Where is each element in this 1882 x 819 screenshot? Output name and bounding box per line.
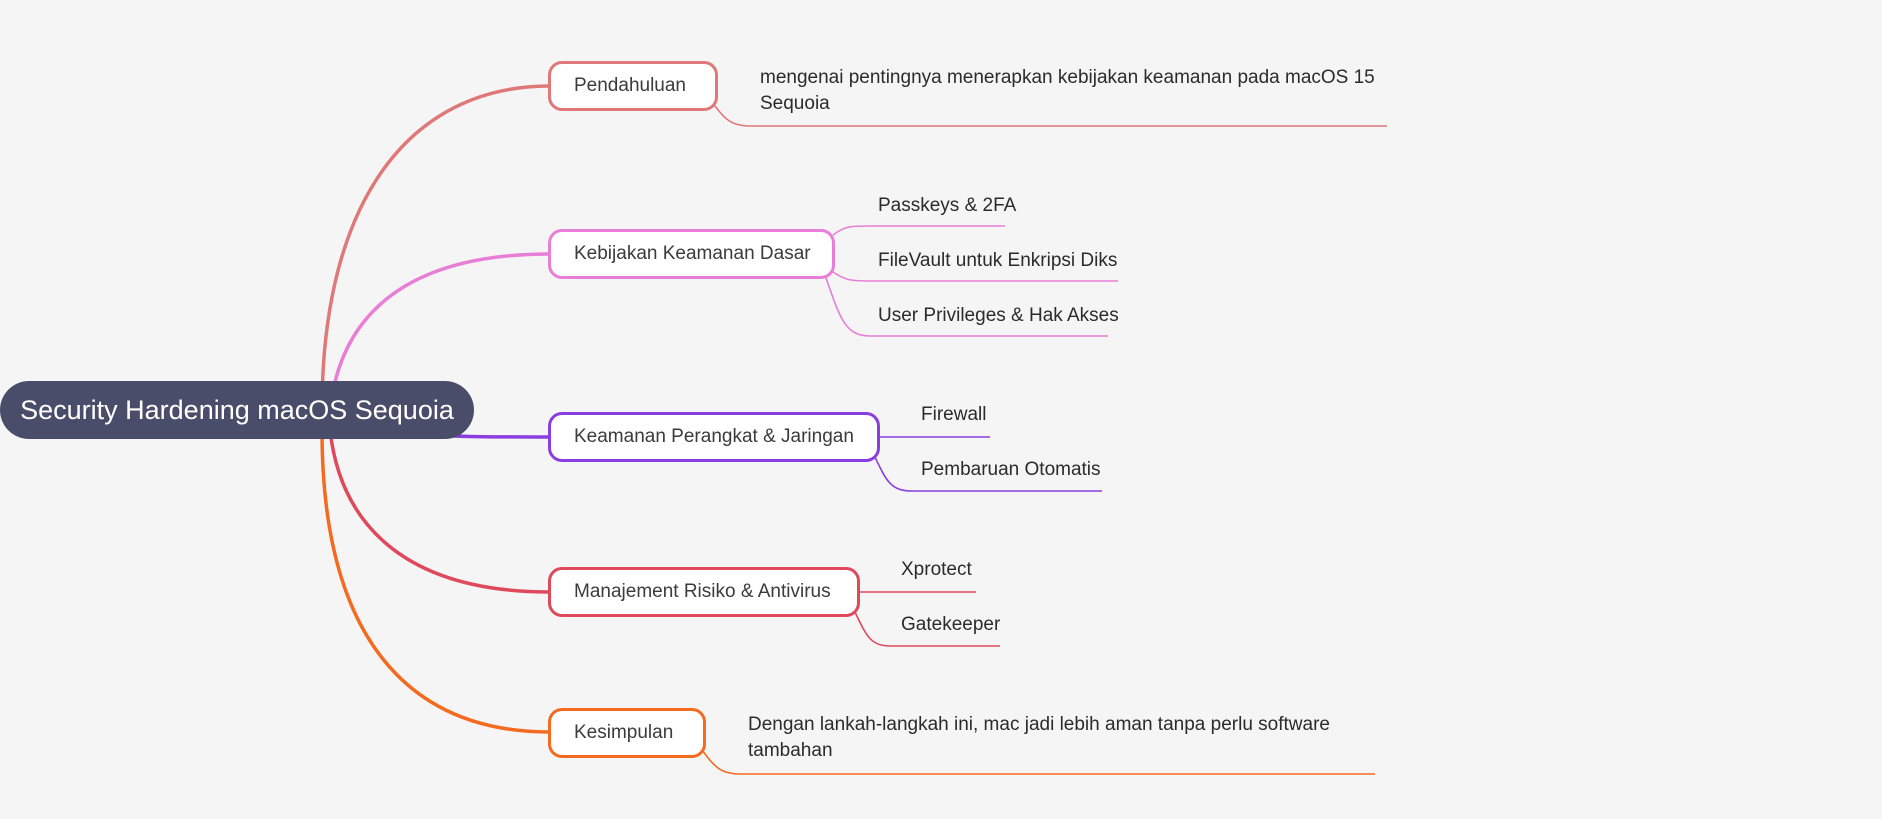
leaf-passkeys[interactable]: Passkeys & 2FA bbox=[878, 195, 1017, 216]
leaf-user-privileges[interactable]: User Privileges & Hak Akses bbox=[878, 305, 1119, 326]
leaf-kesimpulan[interactable]: Dengan lankah-langkah ini, mac jadi lebi… bbox=[748, 714, 1330, 761]
root-node[interactable]: Security Hardening macOS Sequoia bbox=[0, 381, 474, 439]
connector-pendahuluan bbox=[320, 84, 551, 411]
leaf-xprotect[interactable]: Xprotect bbox=[901, 559, 972, 580]
branch-kebijakan-keamanan-dasar[interactable]: Kebijakan Keamanan Dasar bbox=[548, 229, 835, 279]
connector-kesimpulan bbox=[320, 429, 551, 734]
branch-pendahuluan[interactable]: Pendahuluan bbox=[548, 61, 718, 111]
leaf-line-kesimpulan bbox=[701, 749, 1375, 775]
branch-keamanan-perangkat-jaringan[interactable]: Keamanan Perangkat & Jaringan bbox=[548, 412, 880, 462]
leaf-firewall[interactable]: Firewall bbox=[921, 404, 987, 425]
leaf-line-pendahuluan bbox=[711, 101, 1387, 127]
connector-manajement bbox=[328, 429, 551, 594]
branch-kesimpulan[interactable]: Kesimpulan bbox=[548, 708, 706, 758]
leaf-gatekeeper[interactable]: Gatekeeper bbox=[901, 614, 1001, 635]
leaf-line-keamanan-2 bbox=[873, 454, 1102, 492]
connector-kebijakan bbox=[328, 252, 551, 411]
leaf-line-kebijakan-1 bbox=[832, 225, 1005, 236]
leaf-line-kebijakan-3 bbox=[825, 277, 1108, 337]
branch-manajement-risiko[interactable]: Manajement Risiko & Antivirus bbox=[548, 567, 860, 617]
leaf-line-kebijakan-2 bbox=[832, 271, 1118, 282]
leaf-pendahuluan[interactable]: mengenai pentingnya menerapkan kebijakan… bbox=[760, 67, 1375, 114]
leaf-pembaruan-otomatis[interactable]: Pembaruan Otomatis bbox=[921, 459, 1101, 480]
leaf-line-manajement-2 bbox=[853, 609, 1000, 647]
leaf-filevault[interactable]: FileVault untuk Enkripsi Diks bbox=[878, 250, 1118, 271]
